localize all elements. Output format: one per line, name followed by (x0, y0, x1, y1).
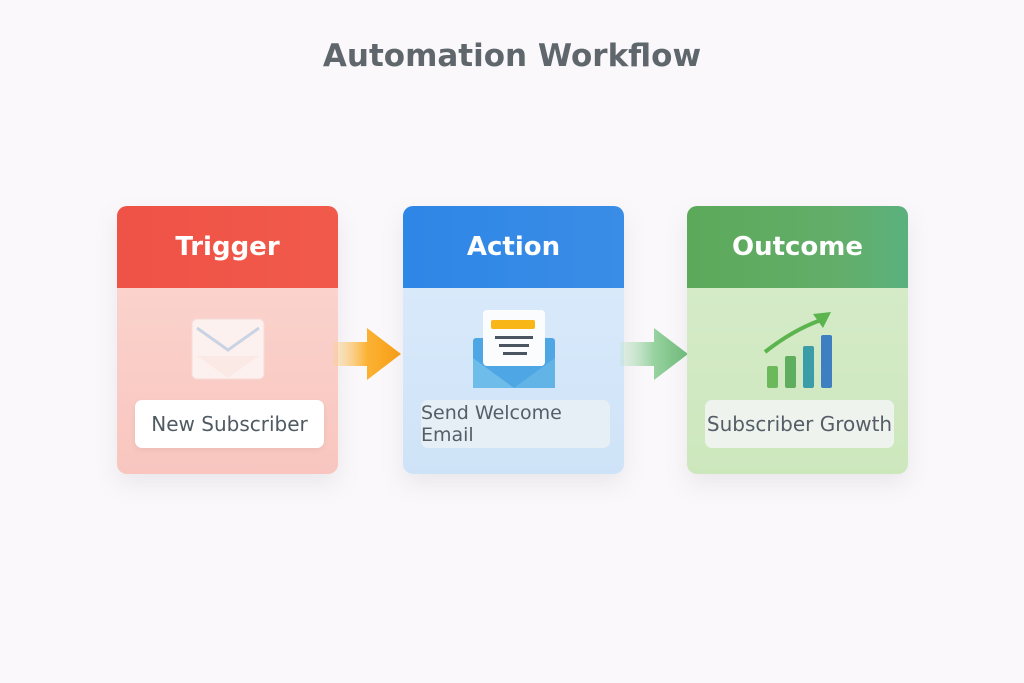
step-card-outcome[interactable]: Outcome Subscriber Growth (687, 206, 908, 474)
step-card-trigger[interactable]: Trigger New Subscriber (117, 206, 338, 474)
step-label: New Subscriber (135, 400, 324, 448)
step-body: Subscriber Growth (687, 288, 908, 474)
step-label: Send Welcome Email (421, 400, 610, 448)
step-header: Action (403, 206, 624, 288)
envelope-icon (191, 318, 264, 380)
arrow-right-icon (333, 328, 401, 380)
step-header: Trigger (117, 206, 338, 288)
arrow-right-icon (620, 328, 688, 380)
step-card-action[interactable]: Action Send Welcome Email (403, 206, 624, 474)
page-title: Automation Workflow (322, 38, 702, 74)
step-body: Send Welcome Email (403, 288, 624, 474)
growth-chart-icon (763, 312, 832, 388)
step-body: New Subscriber (117, 288, 338, 474)
open-envelope-letter-icon (472, 310, 555, 388)
step-header: Outcome (687, 206, 908, 288)
step-label: Subscriber Growth (705, 400, 894, 448)
